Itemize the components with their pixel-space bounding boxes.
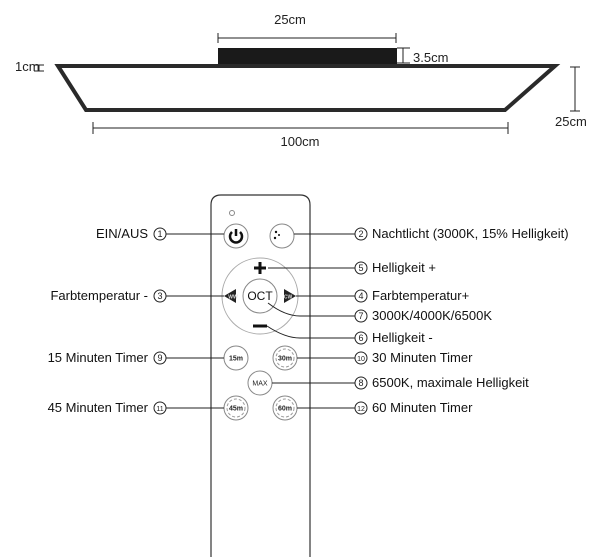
driver-box (218, 48, 397, 66)
led-panel (54, 64, 561, 112)
frame-thickness-dimension-line (34, 64, 44, 72)
callout-7: 7 3000K/4000K/6500K (354, 308, 492, 323)
timer-60-button[interactable]: 60m (272, 395, 298, 421)
callout-label: 15 Minuten Timer (48, 350, 149, 365)
callout-4: 4 Farbtemperatur+ (354, 288, 469, 303)
callout-number: 1 (157, 229, 162, 239)
timer-45-label: 45m (229, 406, 243, 413)
callout-11: 45 Minuten Timer 11 (48, 400, 167, 415)
box-height-label: 3.5cm (413, 50, 448, 65)
warm-label: WW (228, 295, 238, 301)
cct-button[interactable]: OCT (242, 278, 278, 314)
callout-label: EIN/AUS (96, 226, 148, 241)
box-width-dimension-line (217, 33, 397, 43)
callout-6: 6 Helligkeit - (354, 330, 433, 345)
callout-2: 2 Nachtlicht (3000K, 15% Helligkeit) (354, 226, 569, 241)
callout-label: 3000K/4000K/6500K (372, 308, 492, 323)
callout-number: 5 (358, 263, 363, 273)
callout-number: 8 (358, 378, 363, 388)
callout-10: 10 30 Minuten Timer (354, 350, 473, 365)
cct-label: OCT (247, 289, 273, 303)
power-icon (228, 229, 244, 244)
callout-number: 4 (358, 291, 363, 301)
callout-number: 9 (157, 353, 162, 363)
max-label: MAX (252, 381, 268, 388)
callout-label: Farbtemperatur - (50, 288, 148, 303)
callout-3: Farbtemperatur - 3 (50, 288, 167, 303)
panel-drawing: 25cm 3.5cm 1cm 25cm 100cm (15, 12, 587, 149)
panel-width-label: 25cm (555, 114, 587, 129)
cool-label: CW (284, 295, 293, 301)
callout-number: 11 (156, 406, 163, 413)
callout-label: 30 Minuten Timer (372, 350, 473, 365)
timer-15-label: 15m (229, 356, 243, 363)
max-button[interactable]: MAX (247, 370, 273, 396)
callout-number: 7 (358, 311, 363, 321)
panel-width-dimension-line (570, 66, 580, 112)
callout-number: 12 (357, 406, 365, 413)
brightness-up-button[interactable] (254, 262, 266, 274)
callout-number: 3 (157, 291, 162, 301)
box-height-dimension-line (397, 47, 410, 64)
panel-length-dimension-line (92, 122, 509, 134)
timer-45-button[interactable]: 45m (223, 395, 249, 421)
callout-9: 15 Minuten Timer 9 (48, 350, 167, 365)
moon-icon (273, 229, 287, 243)
callout-number: 6 (358, 333, 363, 343)
callout-12: 12 60 Minuten Timer (354, 400, 473, 415)
indicator-led (229, 210, 235, 216)
callout-label: 6500K, maximale Helligkeit (372, 375, 529, 390)
callout-5: 5 Helligkeit + (354, 260, 436, 275)
plus-icon (254, 262, 266, 274)
power-button[interactable] (223, 223, 249, 249)
timer-30-label: 30m (278, 356, 292, 363)
timer-30-button[interactable]: 30m (272, 345, 298, 371)
arrow-left-icon (224, 289, 236, 303)
timer-15-button[interactable]: 15m (223, 345, 249, 371)
callout-label: Helligkeit - (372, 330, 433, 345)
callout-label: Farbtemperatur+ (372, 288, 469, 303)
callout-label: Helligkeit + (372, 260, 436, 275)
color-temp-down-button[interactable]: WW (224, 289, 238, 303)
panel-length-label: 100cm (280, 134, 319, 149)
callout-label: Nachtlicht (3000K, 15% Helligkeit) (372, 226, 569, 241)
callout-1: EIN/AUS 1 (96, 226, 167, 241)
callout-number: 2 (358, 229, 363, 239)
box-width-label: 25cm (274, 12, 306, 27)
callout-lines (166, 233, 355, 409)
frame-thickness-label: 1cm (15, 59, 40, 74)
arrow-right-icon (284, 289, 296, 303)
night-light-button[interactable] (269, 223, 295, 249)
callout-label: 45 Minuten Timer (48, 400, 149, 415)
color-temp-up-button[interactable]: CW (284, 289, 296, 303)
callout-8: 8 6500K, maximale Helligkeit (354, 375, 529, 390)
timer-60-label: 60m (278, 406, 292, 413)
remote-control: WW CW OCT 15m 30m MAX 45m (210, 194, 311, 557)
callout-label: 60 Minuten Timer (372, 400, 473, 415)
callout-number: 10 (357, 356, 365, 363)
